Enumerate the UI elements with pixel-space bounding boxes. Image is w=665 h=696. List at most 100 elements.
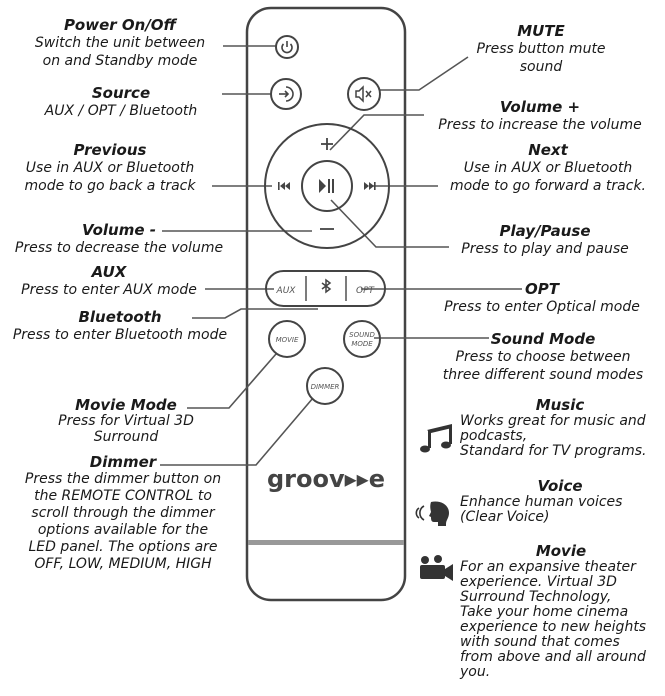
- callout-bluetooth-desc-1: Press to enter Bluetooth mode: [12, 327, 228, 343]
- callout-source-desc-1: AUX / OPT / Bluetooth: [44, 103, 198, 119]
- play-pause-icon: [319, 179, 334, 193]
- callout-power: Power On/Off Switch the unit between on …: [19, 16, 221, 70]
- callout-opt: OPT Press to enter Optical mode: [432, 280, 652, 316]
- music-note-icon: [420, 424, 452, 453]
- remote-body: [245, 6, 407, 602]
- movie-camera-icon: [420, 555, 453, 581]
- mode-movie-title: Movie: [535, 542, 587, 560]
- opt-button[interactable]: OPT: [356, 286, 376, 296]
- callout-dimmer-desc-3: scroll through the dimmer: [31, 505, 215, 521]
- movie-button[interactable]: [268, 320, 306, 358]
- callout-next-desc-2: mode to go forward a track.: [449, 178, 647, 194]
- mode-music-desc-2: podcasts,: [460, 428, 528, 444]
- callout-opt-desc-1: Press to enter Optical mode: [444, 299, 640, 315]
- mode-voice: Voice Enhance human voices (Clear Voice): [460, 477, 660, 525]
- input-selector-pill: [265, 270, 386, 307]
- mode-movie-desc-7: from above and all around: [460, 649, 646, 665]
- callout-aux-desc-1: Press to enter AUX mode: [21, 282, 197, 298]
- mode-movie-desc-5: experience to new heights: [460, 619, 647, 635]
- callout-movie-mode-title: Movie Mode: [75, 396, 177, 414]
- dimmer-button-label: DIMMER: [311, 383, 340, 391]
- callout-volume-down: Volume - Press to decrease the volume: [2, 221, 236, 257]
- mode-movie-desc-2: experience. Virtual 3D: [460, 574, 617, 590]
- source-icon: [279, 86, 294, 102]
- leader-dimmer: [160, 397, 314, 466]
- movie-button-label: MOVIE: [276, 336, 299, 344]
- callout-sound-mode-title: Sound Mode: [490, 330, 596, 348]
- bluetooth-icon: [321, 278, 332, 294]
- mode-voice-desc-2: (Clear Voice): [460, 509, 550, 525]
- callout-bluetooth: Bluetooth Press to enter Bluetooth mode: [2, 308, 238, 344]
- callout-power-title: Power On/Off: [63, 16, 177, 34]
- mode-music-title: Music: [535, 396, 585, 414]
- leader-bluetooth: [192, 308, 318, 319]
- callout-play-pause-desc-1: Press to play and pause: [461, 241, 629, 257]
- callout-previous: Previous Use in AUX or Bluetooth mode to…: [12, 141, 208, 195]
- dimmer-button[interactable]: [306, 367, 344, 405]
- voice-icon: [415, 501, 449, 526]
- mode-movie-desc-8: you.: [460, 664, 491, 680]
- power-icon: [281, 41, 293, 54]
- callout-dimmer-desc-1: Press the dimmer button on: [24, 471, 222, 487]
- callout-opt-title: OPT: [525, 280, 559, 298]
- callout-movie-mode: Movie Mode Press for Virtual 3D Surround: [54, 397, 198, 445]
- previous-button[interactable]: [278, 182, 290, 190]
- callout-previous-title: Previous: [73, 141, 147, 159]
- callout-dimmer-desc-5: LED panel. The options are: [28, 539, 218, 555]
- callout-dimmer: Dimmer Press the dimmer button on the RE…: [12, 454, 234, 573]
- callout-previous-desc-2: mode to go back a track: [24, 178, 196, 194]
- source-button[interactable]: [270, 78, 302, 110]
- power-button[interactable]: [275, 35, 299, 59]
- bluetooth-button[interactable]: [321, 278, 332, 294]
- callout-dimmer-desc-6: OFF, LOW, MEDIUM, HIGH: [34, 556, 212, 572]
- callout-dimmer-desc-4: options available for the: [37, 522, 209, 538]
- volume-up-button[interactable]: [321, 138, 333, 150]
- leader-volume-up: [329, 114, 424, 151]
- callout-next-title: Next: [528, 141, 568, 159]
- callout-sound-mode-desc-2: three different sound modes: [442, 367, 644, 383]
- callout-sound-mode-desc-1: Press to choose between: [455, 349, 631, 365]
- brand-logo: groov▸▸e: [267, 465, 385, 493]
- navigation-ring: [264, 123, 390, 249]
- callout-mute: MUTE Press button mute sound: [466, 22, 616, 76]
- callout-next: Next Use in AUX or Bluetooth mode to go …: [436, 141, 660, 195]
- callout-volume-up-title: Volume +: [499, 98, 581, 116]
- remote-bottom-divider: [248, 540, 404, 545]
- play-pause-button[interactable]: [301, 160, 353, 212]
- callout-volume-up-desc-1: Press to increase the volume: [438, 117, 642, 133]
- callout-mute-desc-1: Press button mute: [476, 41, 606, 57]
- callout-volume-down-desc-1: Press to decrease the volume: [14, 240, 224, 256]
- callout-previous-desc-1: Use in AUX or Bluetooth: [25, 160, 195, 176]
- mode-movie-desc-3: Surround Technology,: [460, 589, 612, 605]
- callout-mute-desc-2: sound: [519, 59, 563, 75]
- mode-music-desc-3: Standard for TV programs.: [460, 443, 647, 459]
- mode-voice-title: Voice: [537, 477, 583, 495]
- callout-movie-mode-desc-2: Surround: [93, 429, 159, 445]
- callout-dimmer-title: Dimmer: [89, 453, 157, 471]
- next-button[interactable]: [364, 182, 376, 190]
- callout-volume-up: Volume + Press to increase the volume: [426, 98, 654, 134]
- mode-movie-desc-4: Take your home cinema: [460, 604, 629, 620]
- callout-aux-title: AUX: [91, 263, 127, 281]
- callout-sound-mode: Sound Mode Press to choose between three…: [428, 330, 658, 384]
- callout-aux: AUX Press to enter AUX mode: [10, 263, 208, 299]
- callout-next-desc-1: Use in AUX or Bluetooth: [463, 160, 633, 176]
- sound-mode-button[interactable]: [343, 320, 381, 358]
- leader-movie: [187, 353, 277, 409]
- mute-icon: [355, 85, 372, 103]
- callout-power-desc-1: Switch the unit between: [34, 35, 206, 51]
- callout-movie-mode-desc-1: Press for Virtual 3D: [58, 413, 194, 429]
- callout-power-desc-2: on and Standby mode: [42, 53, 198, 69]
- mode-music-desc-1: Works great for music and: [460, 413, 646, 429]
- sound-mode-label-line1: SOUND: [349, 331, 375, 339]
- callout-source-title: Source: [91, 84, 151, 102]
- callout-source: Source AUX / OPT / Bluetooth: [22, 84, 220, 120]
- sound-mode-label-line2: MODE: [351, 340, 373, 348]
- mode-movie-desc-1: For an expansive theater: [460, 559, 636, 575]
- aux-button[interactable]: AUX: [276, 286, 297, 296]
- mute-button[interactable]: [347, 77, 381, 111]
- callout-play-pause: Play/Pause Press to play and pause: [449, 222, 641, 258]
- callout-bluetooth-title: Bluetooth: [78, 308, 162, 326]
- mode-movie-desc-6: with sound that comes: [460, 634, 620, 650]
